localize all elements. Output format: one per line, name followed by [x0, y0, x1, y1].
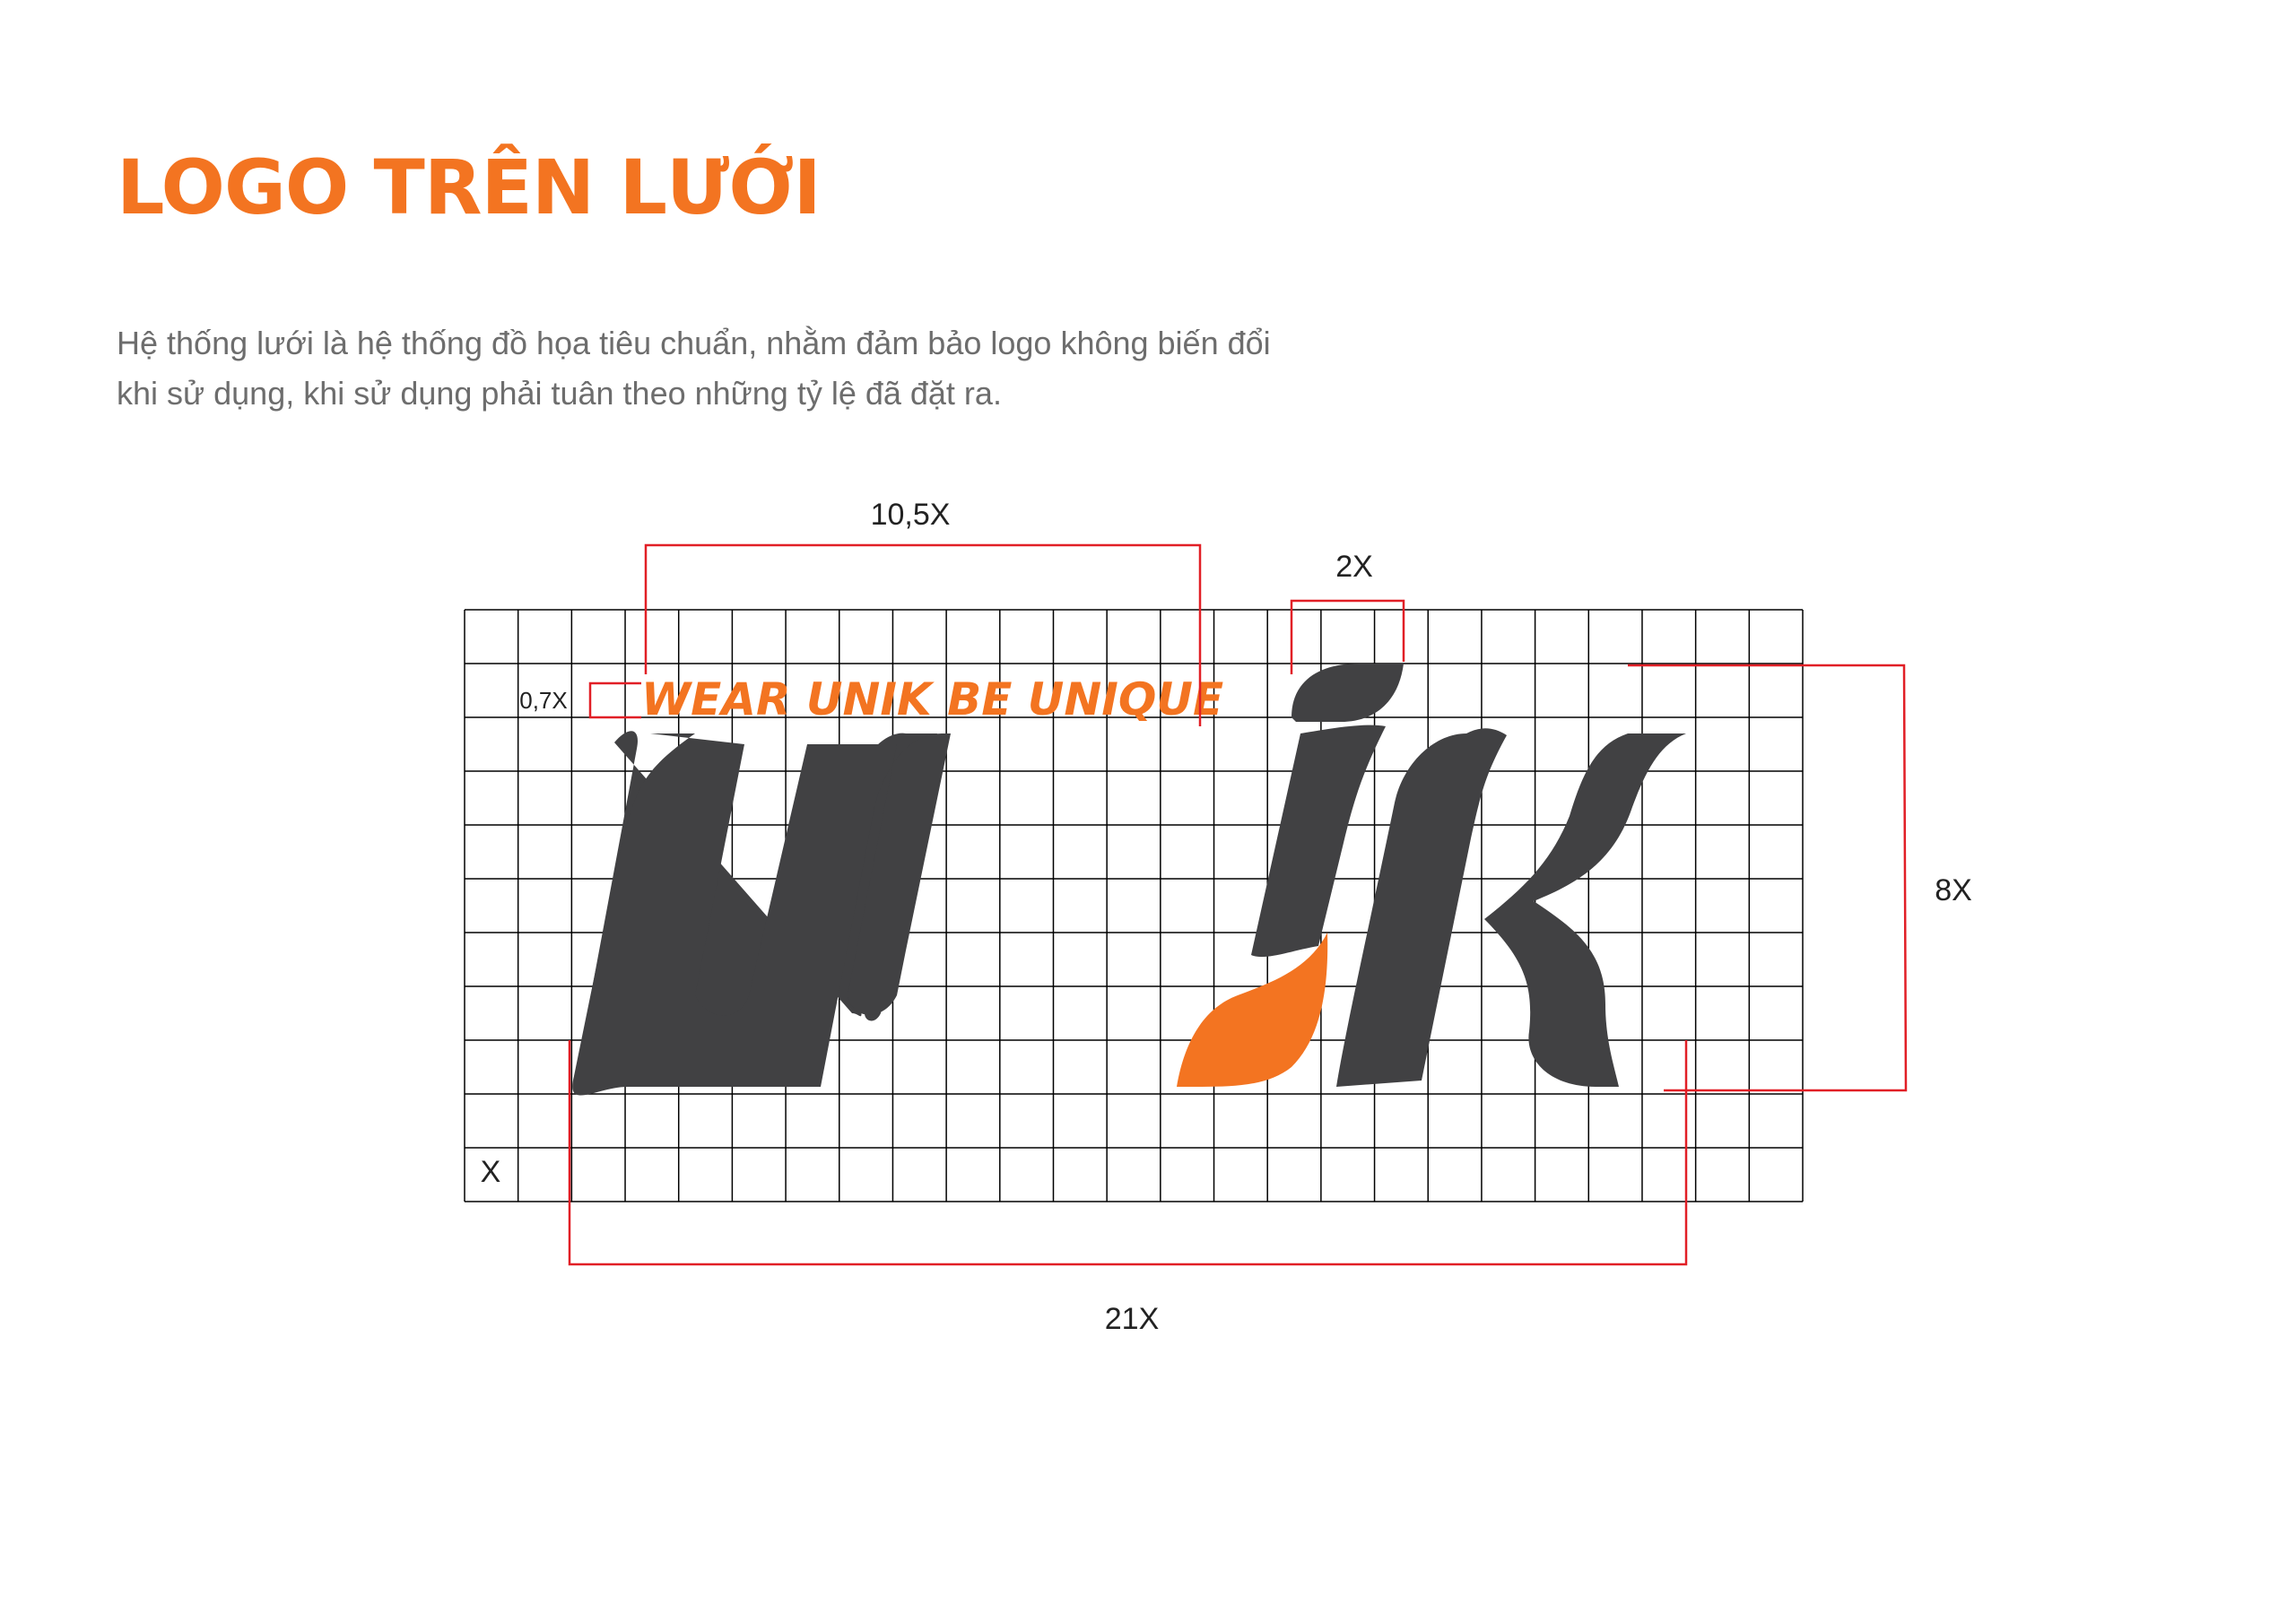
logo-orange-flame[interactable]: [1177, 933, 1328, 1087]
intro-paragraph: Hệ thống lưới là hệ thống đồ họa tiêu ch…: [117, 318, 1462, 419]
page-title: LOGO TRÊN LƯỚI: [117, 143, 822, 231]
dot-width-bracket: [1290, 599, 1405, 674]
tagline-height-label: 0,7X: [519, 687, 568, 714]
logo-letter-i-stem: [1251, 725, 1386, 958]
tagline-height-bracket: [588, 681, 641, 719]
logo-letter-i-dot: [1292, 664, 1404, 722]
logo-height-bracket: [1628, 664, 1908, 1092]
logo-width-bracket: [568, 1040, 1688, 1266]
grid-unit-label: X: [481, 1155, 501, 1189]
tagline-width-bracket: [644, 543, 1202, 726]
dot-width-label: 2X: [1335, 550, 1373, 584]
tagline-width-label: 10,5X: [871, 498, 951, 532]
measurement-lines: [568, 543, 1908, 1266]
logo-height-label: 8X: [1935, 873, 1972, 907]
logo-tagline: WEAR UNIK BE UNIQUE: [641, 673, 1223, 725]
intro-line-1: Hệ thống lưới là hệ thống đồ họa tiêu ch…: [117, 325, 1271, 361]
logo-letter-k: [1336, 728, 1507, 1087]
logo-width-label: 21X: [1105, 1302, 1160, 1336]
intro-line-2: khi sử dụng, khi sử dụng phải tuân theo …: [117, 375, 1002, 412]
unik-logo: [572, 664, 1686, 1096]
logo-letter-u-body: [572, 733, 951, 1096]
logo-letter-k-arm: [1484, 733, 1686, 1087]
